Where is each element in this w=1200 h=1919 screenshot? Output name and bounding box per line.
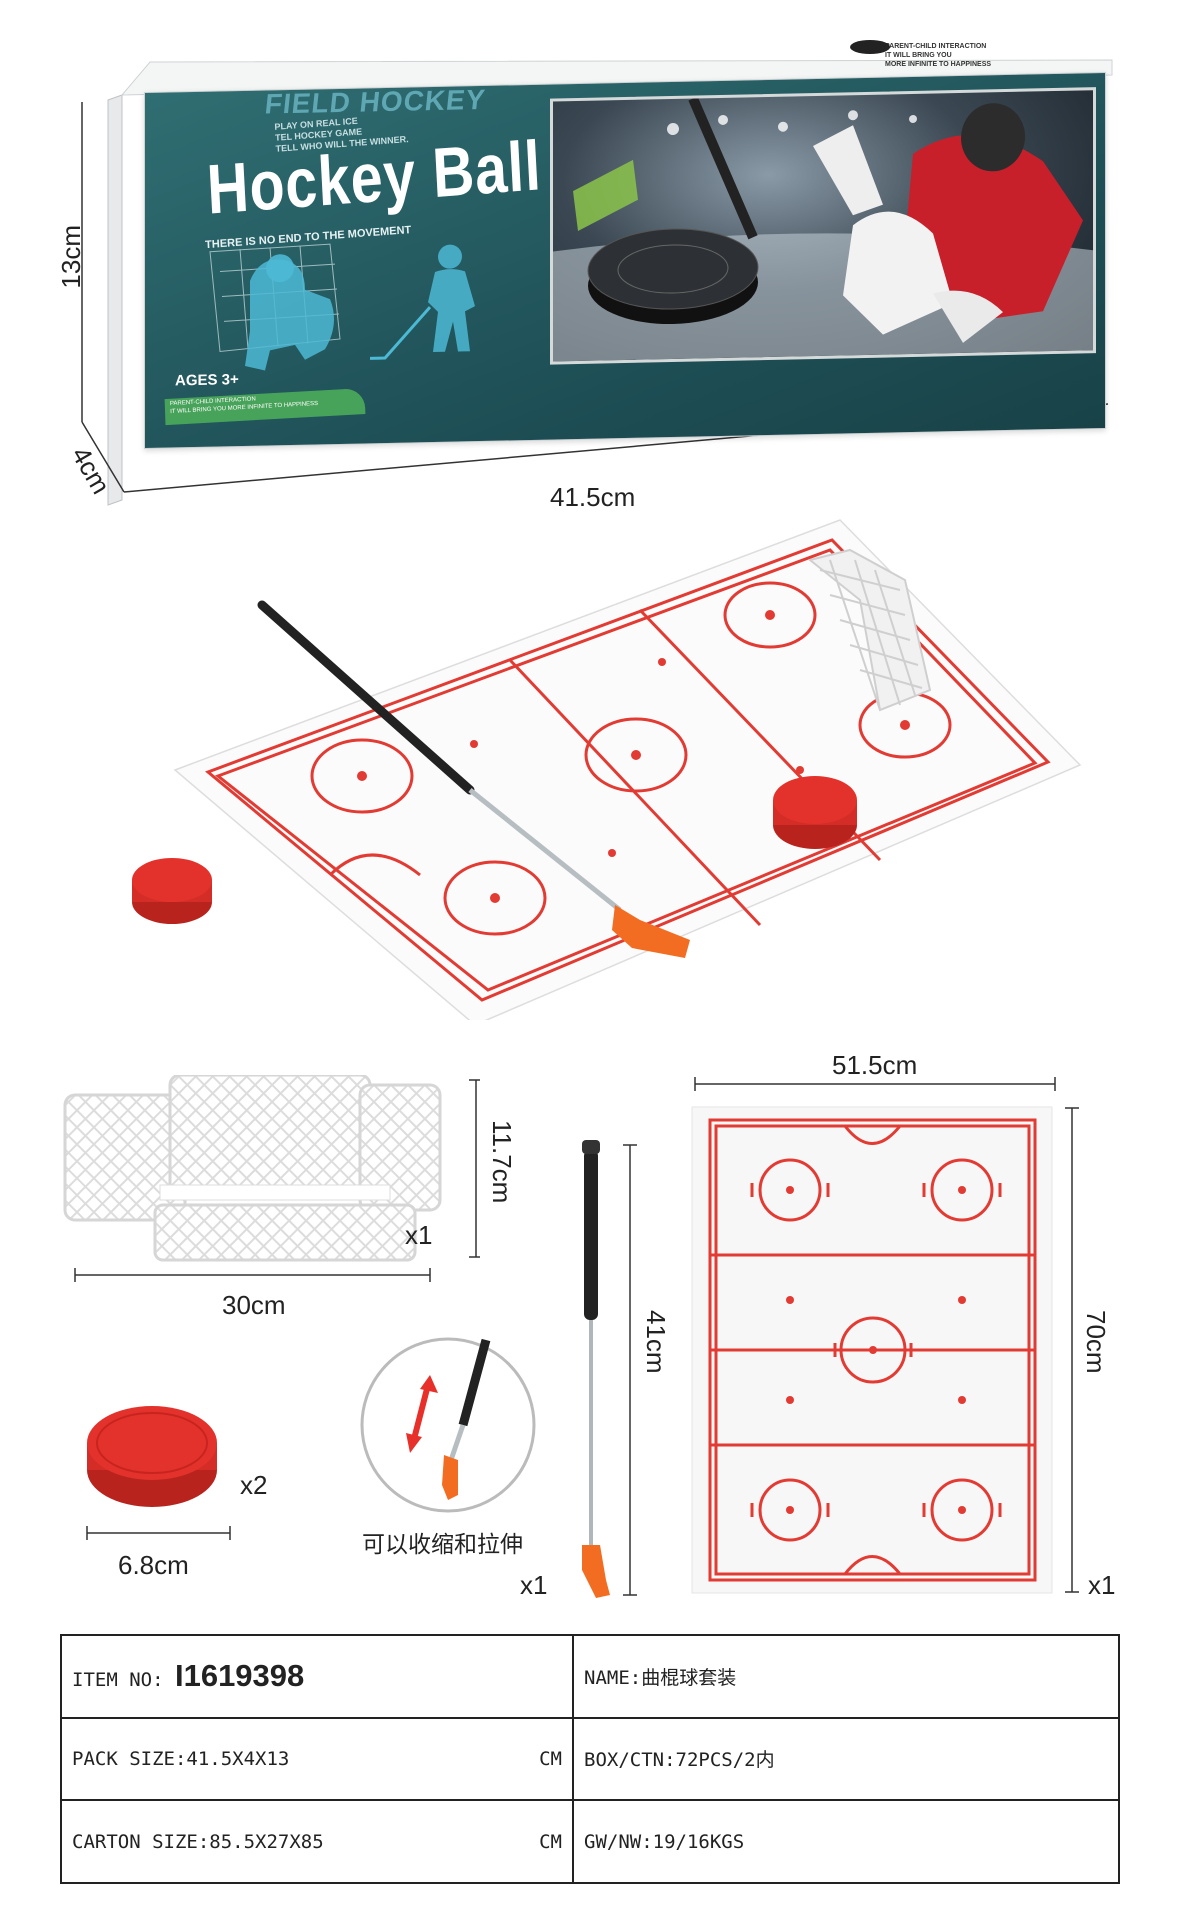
spec-table: ITEM NO: I1619398 NAME:曲棍球套装 PACK SIZE:4… [60,1634,1120,1884]
box-ctn-cell: BOX/CTN:72PCS/2内 [572,1716,1120,1802]
corner-puck-icon [850,40,890,54]
item-no-cell: ITEM NO: I1619398 [60,1634,574,1719]
retractable-inset [360,1337,536,1513]
mat-width-label: 51.5cm [832,1050,918,1080]
goal-dim-lines [74,1079,480,1282]
carton-size-label: CARTON SIZE: [72,1830,210,1853]
box-corner-text: PARENT-CHILD INTERACTION IT WILL BRING Y… [885,43,992,68]
pack-size-unit: CM [539,1747,562,1770]
mat-length-line [1065,1107,1079,1593]
gw-nw-value: 19/16KGS [652,1830,745,1853]
name-cell: NAME:曲棍球套装 [572,1634,1120,1719]
carton-size-value: 85.5X27X85 [209,1830,324,1853]
stick-blade [612,905,690,958]
stick-dim-line [623,1144,637,1596]
mat-qty: x1 [1088,1570,1116,1600]
puck-right [773,776,857,849]
stick-flat [582,1140,610,1598]
stick-grip [257,600,475,795]
goalie-silhouette-icon [209,243,475,371]
box-length-label: 41.5cm [550,482,636,512]
retractable-note: 可以收缩和拉伸 [362,1531,523,1557]
puck-qty: x2 [240,1470,268,1500]
assembled-set-illustration [132,519,1082,1020]
pack-size-cell: PACK SIZE:41.5X4X13 CM [60,1716,574,1802]
goal-perspective [807,548,932,712]
name-label: NAME: [584,1666,642,1689]
stick-qty: x1 [520,1570,548,1600]
box-front-panel: FIELD HOCKEY PLAY ON REAL ICE TEL HOCKEY… [144,71,1106,450]
rink-mat-top [691,1106,1053,1594]
box-ctn-label: BOX/CTN: [584,1749,676,1772]
goal-flat-parts [63,1075,442,1262]
pack-size-label: PACK SIZE: [72,1747,187,1770]
stick-shaft [468,788,622,912]
name-value: 曲棍球套装 [641,1666,737,1689]
goal-height-label: 11.7cm [487,1120,517,1204]
gw-nw-label: GW/NW: [584,1830,653,1853]
box-title: Hockey Ball [205,126,544,229]
mat-length-label: 70cm [1081,1310,1111,1374]
puck-dim-line [86,1526,231,1540]
stick-length-label: 41cm [641,1310,671,1374]
item-no-value: I1619398 [174,1658,305,1694]
spec-row-2: PACK SIZE:41.5X4X13 CM BOX/CTN:72PCS/2内 [60,1716,1120,1802]
carton-size-cell: CARTON SIZE:85.5X27X85 CM [60,1799,574,1884]
box-height-label: 13cm [56,225,86,289]
puck-flat [87,1406,217,1507]
rink-mat-perspective [173,519,1082,1020]
carton-size-unit: CM [539,1830,562,1853]
pack-size-value: 41.5X4X13 [186,1747,290,1770]
goal-qty: x1 [405,1220,433,1250]
mat-width-line [694,1077,1056,1091]
spec-row-3: CARTON SIZE:85.5X27X85 CM GW/NW:19/16KGS [60,1799,1120,1884]
age-badge: AGES 3+ [175,371,239,390]
hockey-action-image [553,96,1093,362]
box-teal-area: FIELD HOCKEY PLAY ON REAL ICE TEL HOCKEY… [145,72,1105,449]
product-box: FIELD HOCKEY PLAY ON REAL ICE TEL HOCKEY… [130,40,1110,450]
puck-left [132,858,212,924]
puck-width-label: 6.8cm [118,1550,189,1580]
spec-row-1: ITEM NO: I1619398 NAME:曲棍球套装 [60,1634,1120,1719]
box-hero-photo [550,87,1096,365]
box-dimension-lines [81,59,1113,506]
item-no-label: ITEM NO: [72,1669,164,1692]
goal-width-label: 30cm [222,1290,286,1320]
gw-nw-cell: GW/NW:19/16KGS [572,1799,1120,1884]
box-ctn-value: 72PCS/2内 [675,1749,775,1772]
